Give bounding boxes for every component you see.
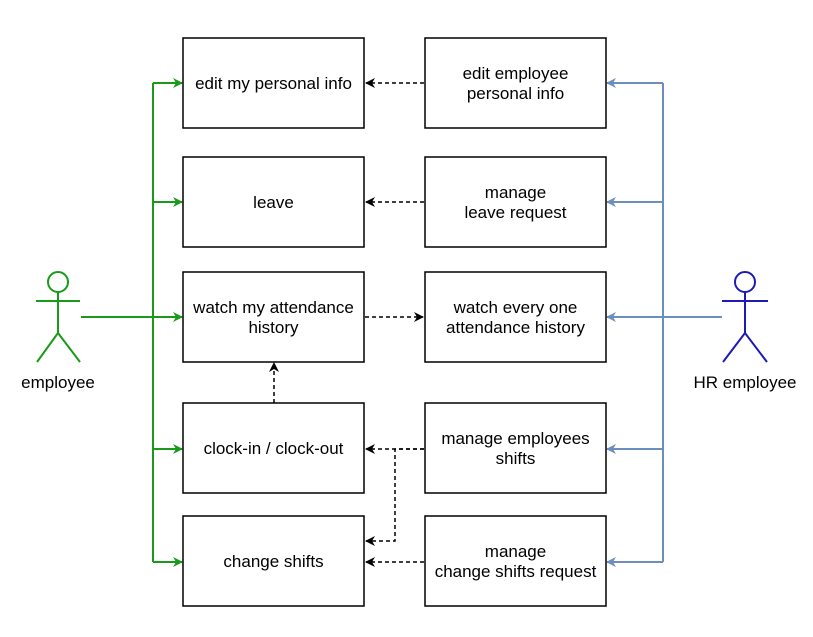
use-case-rect <box>424 156 607 248</box>
dependency-arrow <box>365 448 424 546</box>
employee-use-case-box: clock-in / clock-out <box>182 402 365 494</box>
employee-use-case-box: leave <box>182 156 365 248</box>
use-case-label: edit my personal info <box>195 74 352 93</box>
use-case-rect <box>182 271 365 363</box>
use-case-label: history <box>248 318 299 337</box>
use-case-rect <box>182 402 365 494</box>
employee-actor-label: employee <box>21 373 95 392</box>
use-case-label: personal info <box>467 84 564 103</box>
use-case-label: leave <box>253 193 294 212</box>
use-case-label: edit employee <box>463 64 569 83</box>
use-case-label: attendance history <box>446 318 585 337</box>
employee-actor: employee <box>21 271 95 392</box>
use-case-rect <box>424 37 607 129</box>
use-case-rect <box>424 515 607 607</box>
use-case-label: watch every one <box>453 298 578 317</box>
use-case-rect <box>182 515 365 607</box>
use-case-label: clock-in / clock-out <box>204 439 344 458</box>
use-case-label: shifts <box>496 449 536 468</box>
use-case-label: manage employees <box>441 429 589 448</box>
use-case-label: leave request <box>464 203 566 222</box>
stick-figure-icon <box>722 271 768 363</box>
use-case-label: change shifts request <box>435 562 597 581</box>
hr-employee-actor: HR employee <box>694 271 797 392</box>
use-case-label: manage <box>485 183 546 202</box>
employee-associations <box>81 78 183 567</box>
stick-figure-icon <box>36 271 81 363</box>
dependency-arrows <box>269 78 424 567</box>
hr-associations <box>606 78 722 567</box>
use-case-label: watch my attendance <box>192 298 354 317</box>
use-case-label: manage <box>485 542 546 561</box>
employee-use-cases: edit my personal info leave watch my atten… <box>182 37 365 607</box>
use-case-label: change shifts <box>223 552 323 571</box>
use-case-rect <box>424 402 607 494</box>
use-case-rect <box>424 271 607 363</box>
hr-employee-actor-label: HR employee <box>694 373 797 392</box>
employee-use-case-box: edit my personal info <box>182 37 365 129</box>
use-case-rect <box>182 37 365 129</box>
employee-use-case-box: change shifts <box>182 515 365 607</box>
use-case-rect <box>182 156 365 248</box>
